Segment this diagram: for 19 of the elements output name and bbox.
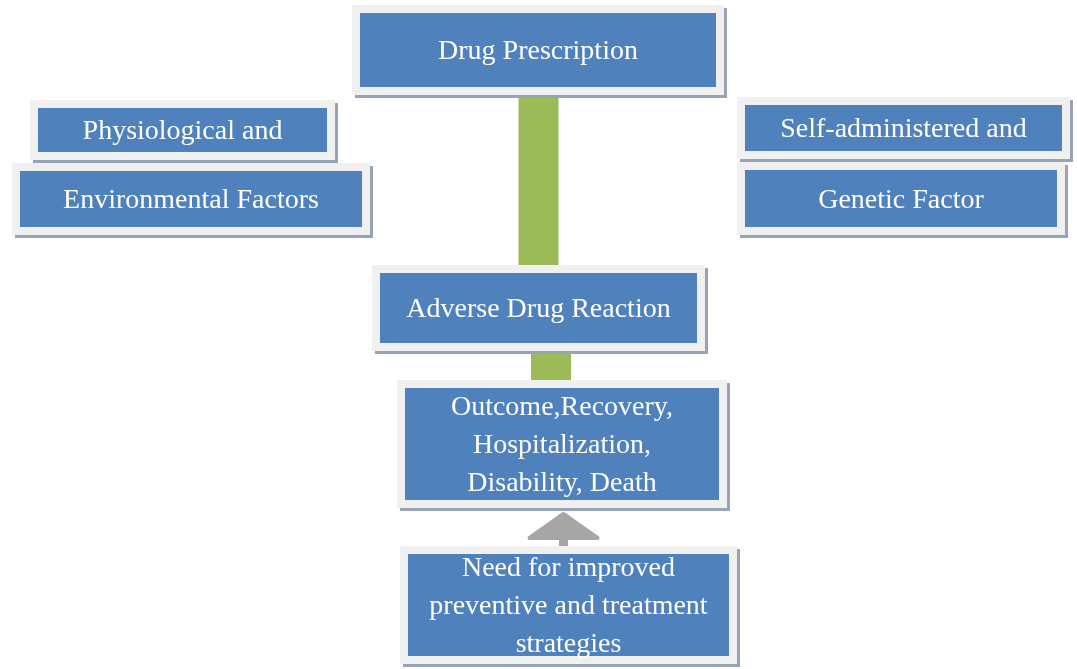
- process-box: [372, 265, 705, 351]
- process-box: [400, 546, 737, 664]
- process-box: [737, 162, 1065, 235]
- box-label: Need for improved preventive and treatment strategies: [428, 550, 709, 660]
- box-label: Physiological and: [82, 113, 283, 148]
- process-box: [737, 97, 1070, 159]
- box-label: Environmental Factors: [63, 182, 319, 217]
- chevron-arrow: [527, 512, 600, 546]
- box-label: Drug Prescription: [438, 33, 638, 68]
- box-label: Outcome,Recovery, Hospitalization, Disability, Death: [449, 389, 675, 499]
- box-label: Self-administered and: [780, 111, 1027, 146]
- box-label: Genetic Factor: [818, 181, 984, 216]
- box-label: Adverse Drug Reaction: [406, 291, 671, 326]
- connector-bar: [518, 95, 559, 265]
- process-box: [397, 380, 727, 508]
- process-box: [352, 5, 724, 95]
- process-box: [30, 100, 335, 160]
- connector-bar: [531, 351, 571, 380]
- process-box: [12, 163, 370, 235]
